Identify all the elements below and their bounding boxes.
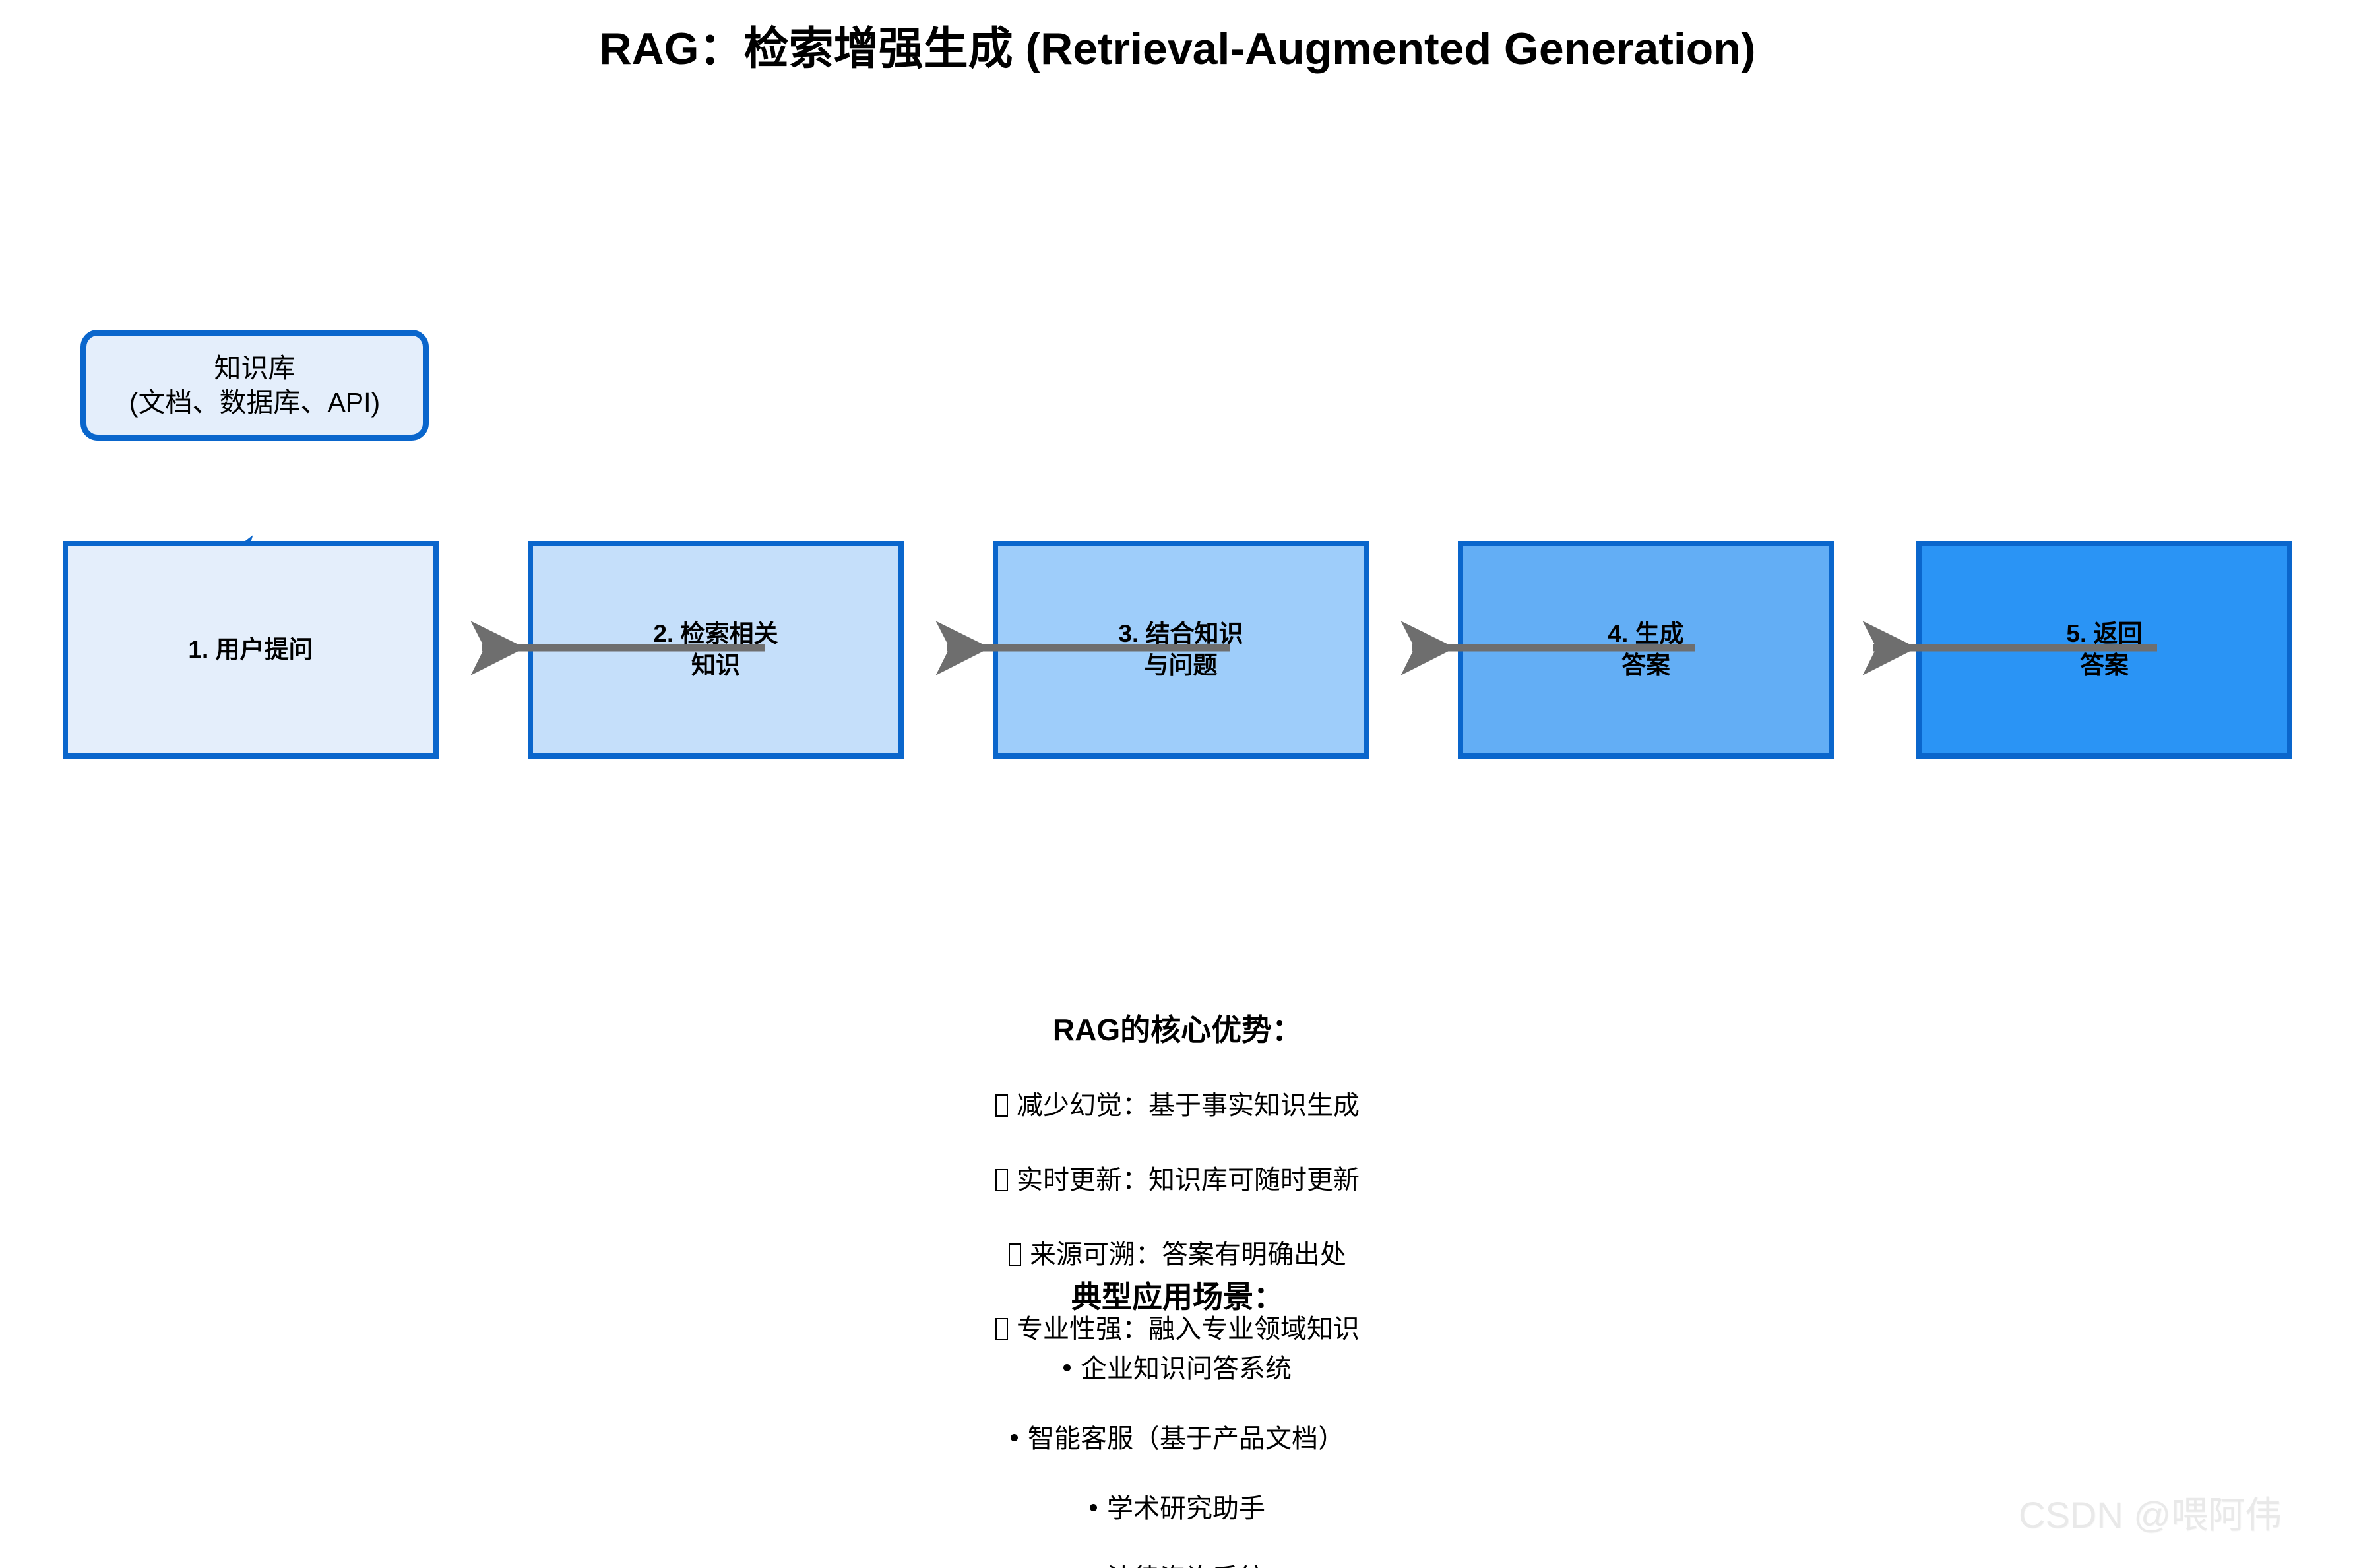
flow-box-step-1-line-1: 1. 用户提问 bbox=[188, 635, 313, 663]
benefit-item-1-text: 减少幻觉：基于事实知识生成 bbox=[1017, 1091, 1360, 1120]
flow-arrow-step5-to-step4 bbox=[1862, 621, 2157, 675]
tofu-bullet-icon bbox=[995, 1094, 1008, 1117]
flow-arrow-step4-to-step3 bbox=[1400, 621, 1695, 675]
flow-box-step-5-line-1: 5. 返回 bbox=[2066, 619, 2143, 647]
benefit-item-4-text: 专业性强：融入专业领域知识 bbox=[1017, 1315, 1360, 1344]
scenario-item-1: 企业知识问答系统 bbox=[518, 1347, 1837, 1385]
csdn-watermark: CSDN @喂阿伟 bbox=[2019, 1494, 2282, 1536]
flow-box-step-3-line-1: 3. 结合知识 bbox=[1118, 619, 1243, 647]
knowledge-base-node: 知识库 (文档、数据库、API) bbox=[80, 330, 429, 441]
benefit-item-3: 来源可溯：答案有明确出处 bbox=[518, 1233, 1837, 1271]
scenarios-block: 典型应用场景： 企业知识问答系统 智能客服（基于产品文档） 学术研究助手 法律咨… bbox=[518, 1273, 1837, 1568]
benefits-block: RAG的核心优势： 减少幻觉：基于事实知识生成 实时更新：知识库可随时更新 来源… bbox=[518, 1006, 1837, 1346]
tofu-bullet-icon bbox=[995, 1318, 1008, 1340]
benefit-item-2: 实时更新：知识库可随时更新 bbox=[518, 1158, 1837, 1197]
dot-bullet-icon bbox=[1063, 1364, 1071, 1371]
page-title: RAG：检索增强生成 (Retrieval-Augmented Generati… bbox=[599, 24, 1756, 74]
dot-bullet-icon bbox=[1090, 1504, 1097, 1511]
dot-bullet-icon bbox=[1011, 1434, 1018, 1441]
flow-box-step-4-line-2: 答案 bbox=[1621, 652, 1670, 679]
flow-arrow-step2-to-step1 bbox=[470, 621, 765, 675]
flow-box-step-2-line-1: 2. 检索相关 bbox=[653, 619, 778, 647]
flow-box-step-3-line-2: 与问题 bbox=[1144, 652, 1218, 679]
scenario-item-3: 学术研究助手 bbox=[518, 1487, 1837, 1525]
scenario-item-1-text: 企业知识问答系统 bbox=[1081, 1354, 1292, 1383]
knowledge-base-line-2: (文档、数据库、API) bbox=[129, 387, 381, 418]
flow-box-step-1[interactable]: 1. 用户提问 bbox=[63, 541, 439, 759]
scenarios-title: 典型应用场景： bbox=[1071, 1280, 1284, 1314]
benefit-item-1: 减少幻觉：基于事实知识生成 bbox=[518, 1084, 1837, 1122]
tofu-bullet-icon bbox=[1009, 1243, 1021, 1266]
tofu-bullet-icon bbox=[995, 1169, 1008, 1191]
benefit-item-3-text: 来源可溯：答案有明确出处 bbox=[1030, 1240, 1346, 1269]
scenario-item-2: 智能客服（基于产品文档） bbox=[518, 1417, 1837, 1455]
benefit-item-2-text: 实时更新：知识库可随时更新 bbox=[1017, 1166, 1360, 1195]
scenario-item-4-text: 法律咨询系统 bbox=[1107, 1564, 1265, 1568]
scenario-item-3-text: 学术研究助手 bbox=[1107, 1494, 1265, 1523]
scenario-item-2-text: 智能客服（基于产品文档） bbox=[1028, 1424, 1344, 1453]
flow-box-step-4-line-1: 4. 生成 bbox=[1608, 619, 1684, 647]
benefits-title: RAG的核心优势： bbox=[1052, 1013, 1303, 1047]
flow-box-step-5-line-2: 答案 bbox=[2080, 652, 2129, 679]
knowledge-base-line-1: 知识库 bbox=[214, 352, 296, 383]
benefit-item-4: 专业性强：融入专业领域知识 bbox=[518, 1307, 1837, 1346]
flow-arrow-step3-to-step2 bbox=[935, 621, 1230, 675]
scenario-item-4: 法律咨询系统 bbox=[518, 1557, 1837, 1568]
flow-box-step-2-line-2: 知识 bbox=[691, 652, 740, 679]
